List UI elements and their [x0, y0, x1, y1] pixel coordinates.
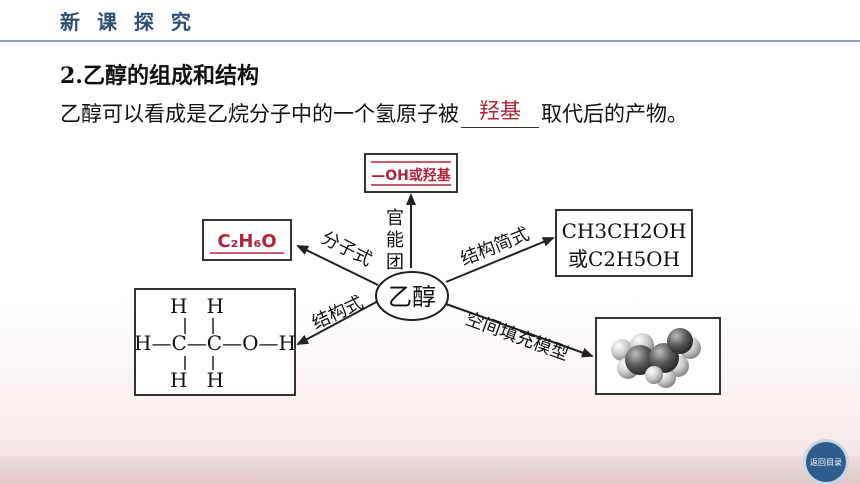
functional-group-label-1: 官	[386, 208, 404, 229]
functional-group-answer: —OH或羟基	[371, 167, 452, 184]
structural-formula-box	[134, 288, 296, 396]
arrow-to-structural-formula	[296, 299, 381, 345]
answer-blank: 羟基	[461, 99, 539, 128]
structural-formula-middle: H—C—C—O—H	[134, 331, 296, 355]
section-title: 2.乙醇的组成和结构	[60, 63, 259, 89]
center-node	[375, 271, 449, 321]
header-divider	[0, 40, 860, 42]
molecule-model-icon	[611, 328, 701, 388]
simplified-formula-line1: CH3CH2OH	[562, 219, 687, 243]
answer-text: 羟基	[479, 99, 521, 123]
arrow-to-molecular-formula	[296, 245, 379, 286]
simplified-formula-box	[555, 209, 693, 277]
functional-group-label-2: 能	[386, 230, 404, 251]
functional-group-label-3: 团	[386, 252, 404, 273]
structural-formula-top: H H	[170, 294, 224, 318]
arrow-to-space-filling	[445, 303, 594, 358]
structural-formula-bottom: H H	[170, 368, 224, 392]
molecular-formula-label: 分子式	[318, 227, 376, 270]
structural-formula-label: 结构式	[309, 292, 367, 334]
sentence: 乙醇可以看成是乙烷分子中的一个氢原子被羟基取代后的产物。	[60, 98, 688, 128]
header-title: 新 课 探 究	[60, 10, 196, 34]
back-to-contents-button[interactable]: 返回目录	[806, 442, 846, 482]
space-filling-label: 空间填充模型	[463, 308, 572, 365]
simplified-formula-label: 结构简式	[458, 224, 533, 270]
arrow-to-simplified-formula	[445, 237, 555, 283]
simplified-formula-line2: 或C2H5OH	[568, 247, 680, 271]
center-label: 乙醇	[388, 283, 436, 311]
sentence-after: 取代后的产物。	[541, 102, 688, 126]
sentence-before: 乙醇可以看成是乙烷分子中的一个氢原子被	[60, 102, 459, 126]
background-bottom-band	[0, 456, 860, 484]
molecular-formula-answer: C₂H₆O	[217, 231, 276, 252]
